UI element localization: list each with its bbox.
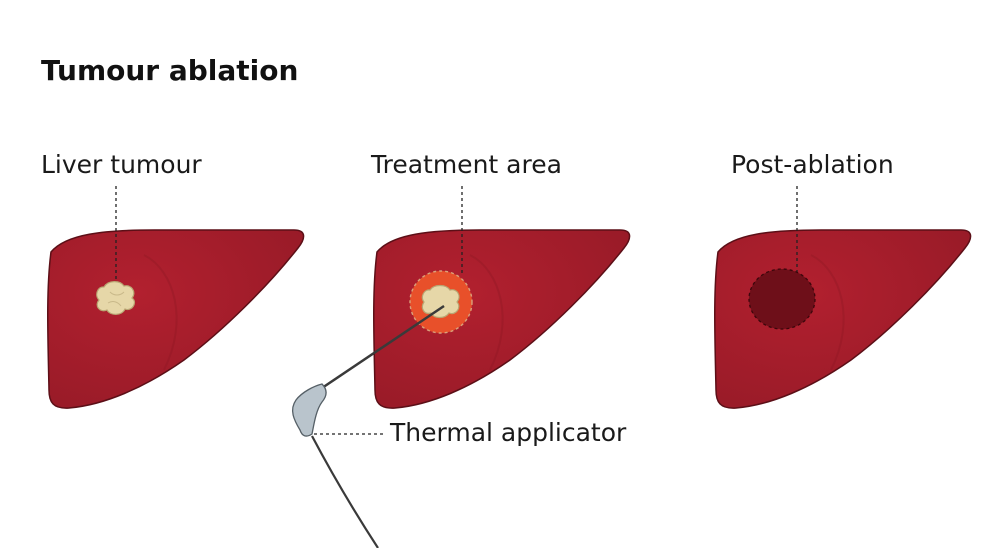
panel-liver-tumour [47, 186, 305, 409]
liver-shape-3 [714, 229, 972, 409]
thermal-applicator [291, 304, 445, 548]
thermal-applicator-label: Thermal applicator [390, 418, 627, 447]
liver-shape-1 [47, 229, 305, 409]
treated-tumour [421, 284, 460, 319]
diagram-title: Tumour ablation [41, 54, 299, 87]
liver-shape-2 [373, 229, 631, 409]
panel-treatment-area [291, 186, 631, 548]
tumour [96, 281, 136, 315]
applicator-needle [321, 304, 445, 390]
post-ablation-label: Post-ablation [731, 150, 894, 179]
treatment-area-label: Treatment area [371, 150, 562, 179]
applicator-cable [311, 435, 379, 548]
applicator-handle [291, 383, 327, 437]
liver-tumour-label: Liver tumour [41, 150, 202, 179]
panel-post-ablation [714, 186, 972, 409]
ablated-zone [748, 268, 816, 330]
